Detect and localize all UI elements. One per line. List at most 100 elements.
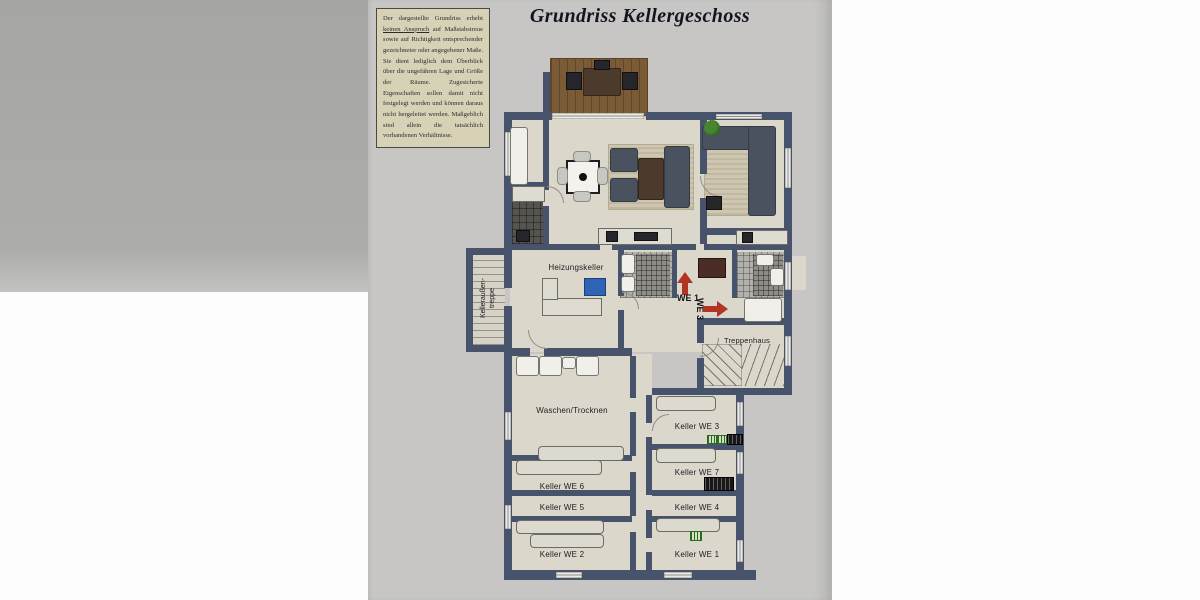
- window: [505, 132, 511, 176]
- storage-shelf: [530, 534, 604, 548]
- room-label-waschen-trocknen: Waschen/Trocknen: [536, 406, 608, 415]
- window: [785, 262, 791, 290]
- window: [716, 114, 762, 119]
- room-label-keller-we1: Keller WE 1: [674, 550, 720, 559]
- wall-segment: [630, 472, 636, 516]
- window: [505, 505, 511, 529]
- window: [737, 452, 743, 474]
- wall-segment: [504, 516, 632, 522]
- appliance: [622, 72, 638, 90]
- room-floor: [792, 256, 806, 290]
- radiator-icon: [727, 434, 743, 445]
- room-label-keller-we2: Keller WE 2: [539, 550, 585, 559]
- wall-segment: [646, 510, 652, 538]
- white-fixture: [510, 127, 528, 185]
- wall-segment: [652, 388, 792, 395]
- dining-table: [566, 160, 600, 194]
- white-fixture: [621, 254, 635, 274]
- page-title: Grundriss Kellergeschoss: [529, 5, 751, 27]
- appliance: [634, 232, 658, 241]
- kelleraussentreppe-line2: treppe: [488, 288, 496, 308]
- wall-segment: [736, 392, 744, 576]
- appliance: [742, 232, 753, 243]
- arrow-shaft: [682, 283, 688, 295]
- wood-table: [638, 158, 664, 200]
- storage-shelf: [538, 446, 624, 461]
- disclaimer-text-rest: auf Maßstabstreue sowie auf Richtigkeit …: [383, 25, 484, 140]
- wall-segment: [646, 552, 652, 574]
- sofa: [664, 146, 690, 208]
- heating-furnace: [584, 278, 606, 296]
- storage-shelf: [656, 448, 716, 463]
- wall-segment: [697, 358, 704, 392]
- room-label-keller-we3: Keller WE 3: [674, 422, 720, 431]
- counter: [542, 278, 558, 300]
- room-label-keller-we7: Keller WE 7: [674, 468, 720, 477]
- window: [552, 113, 644, 119]
- storage-shelf: [656, 518, 720, 532]
- wall-segment: [652, 490, 742, 496]
- window: [664, 572, 692, 578]
- room-label-heizungskeller: Heizungskeller: [548, 263, 604, 272]
- wall-segment: [672, 250, 677, 298]
- wall-segment: [504, 348, 530, 356]
- sofa: [610, 178, 638, 202]
- wall-segment: [504, 112, 512, 288]
- chair: [573, 151, 591, 162]
- white-fixture: [562, 357, 576, 369]
- room-label-keller-we4: Keller WE 4: [674, 503, 720, 512]
- disclaimer-box: Der dargestellte Grundriss erhebt keinen…: [376, 8, 490, 149]
- marker-we1: WE 1: [676, 293, 699, 303]
- room-label-kelleraussentreppe: Kelleraußen- treppe: [480, 253, 498, 343]
- chair: [573, 191, 591, 202]
- kelleraussentreppe-line1: Kelleraußen-: [480, 277, 487, 319]
- meter-icon: [717, 435, 727, 444]
- storage-shelf: [516, 520, 604, 534]
- we1-direction-arrow-icon: [677, 272, 693, 296]
- window: [505, 412, 511, 440]
- chair: [597, 167, 608, 185]
- disclaimer-text-start: Der dargestellte Grundriss erhebt: [383, 15, 483, 22]
- arrow-shaft: [703, 306, 717, 312]
- wall-segment: [630, 356, 636, 398]
- wood-table: [583, 68, 621, 96]
- white-fixture: [744, 298, 782, 322]
- wall-segment: [618, 310, 624, 350]
- wall-segment: [543, 118, 549, 190]
- white-fixture: [539, 356, 562, 376]
- chair: [557, 167, 568, 185]
- wall-segment: [466, 248, 473, 352]
- white-fixture: [576, 356, 599, 376]
- room-label-keller-we6: Keller WE 6: [539, 482, 585, 491]
- white-fixture: [516, 356, 539, 376]
- wall-segment: [700, 198, 707, 244]
- wall-segment: [646, 437, 652, 495]
- wall-segment: [466, 345, 512, 352]
- wall-segment: [544, 348, 632, 356]
- wall-segment: [732, 250, 737, 298]
- radiator-icon: [704, 477, 734, 491]
- furniture-dark: [698, 258, 726, 278]
- appliance: [594, 60, 610, 70]
- disclaimer-underlined: keinen Anspruch: [383, 25, 430, 33]
- we3-direction-arrow-icon: [703, 301, 728, 317]
- plant-icon: [704, 120, 720, 136]
- storage-shelf: [516, 460, 602, 475]
- white-fixture: [756, 254, 774, 266]
- counter: [542, 298, 602, 316]
- wall-segment: [504, 490, 632, 496]
- window: [737, 540, 743, 562]
- wall-segment: [504, 244, 600, 250]
- wall-segment: [697, 325, 704, 343]
- shower-tiles: [636, 254, 670, 296]
- wall-segment: [504, 112, 552, 120]
- wall-segment: [466, 248, 512, 255]
- appliance: [606, 231, 618, 242]
- arrow-head: [717, 301, 728, 317]
- window: [737, 402, 743, 426]
- wall-segment: [612, 244, 696, 250]
- room-label-treppenhaus: Treppenhaus: [723, 336, 771, 345]
- wall-segment: [630, 412, 636, 456]
- wall-segment: [630, 532, 636, 572]
- white-fixture: [621, 276, 635, 292]
